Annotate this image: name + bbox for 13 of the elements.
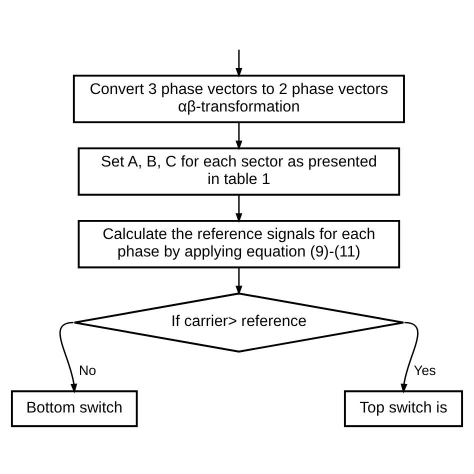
node-diamond: If carrier> reference [73,292,404,352]
node-box: Top switch is [344,390,464,427]
node-box: Convert 3 phase vectors to 2 phase vectors αβ-transformation [72,74,405,123]
node-box: Calculate the reference signals for each phase by applying equation (9)-(11) [78,219,400,268]
arrow [236,267,242,295]
arrow [236,49,242,78]
edge-label: Yes [414,362,436,378]
edge-label: No [78,362,96,378]
node-box: Set A, B, C for each sector as presented in table 1 [78,146,400,196]
node-box: Bottom switch [10,390,138,427]
arrow [59,321,78,393]
arrow [236,194,242,222]
arrow [236,122,242,150]
